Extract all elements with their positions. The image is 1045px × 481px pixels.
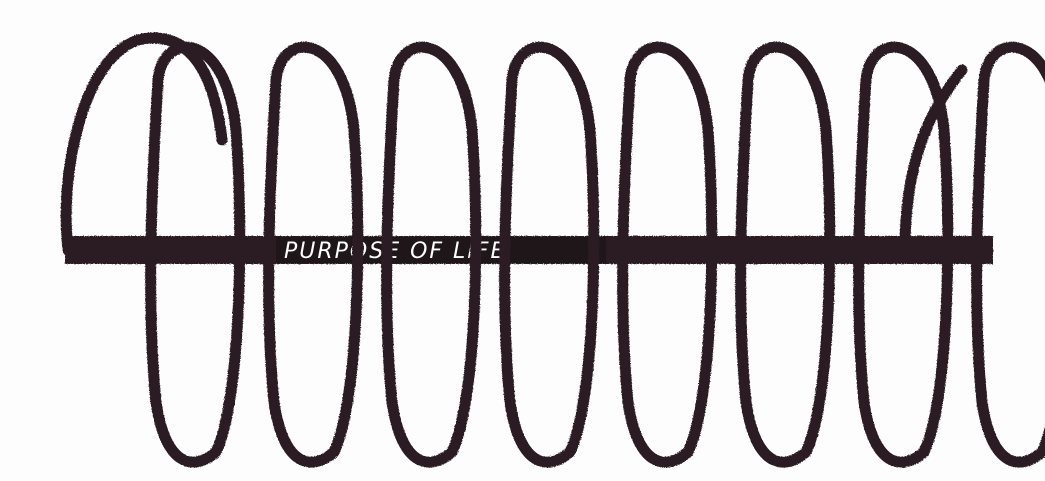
coil-start-cap (66, 38, 222, 250)
